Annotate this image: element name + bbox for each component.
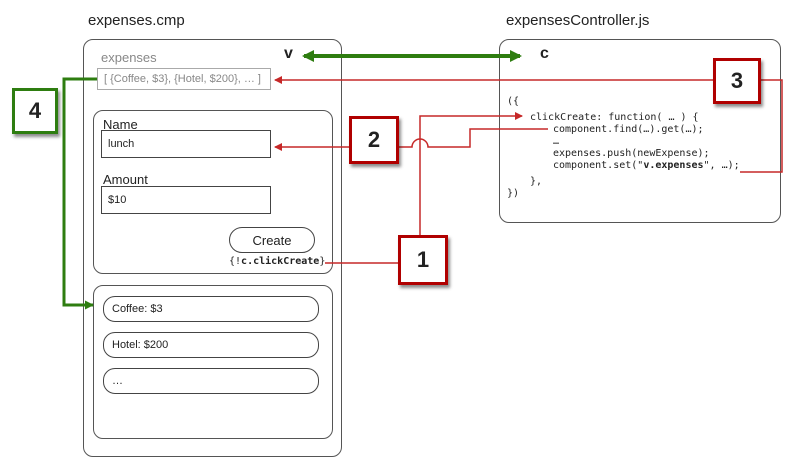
controller-file-title: expensesController.js bbox=[506, 12, 650, 29]
code-fn-decl: clickCreate: function( … ) { bbox=[530, 112, 699, 123]
step-three-box: 3 bbox=[713, 58, 761, 104]
code-fn-close: }, bbox=[530, 176, 543, 187]
create-button[interactable]: Create bbox=[229, 227, 315, 253]
step-one-box: 1 bbox=[398, 235, 448, 285]
code-open: ({ bbox=[507, 96, 520, 107]
expenses-attribute-label: expenses bbox=[101, 50, 157, 65]
step-four-box: 4 bbox=[12, 88, 58, 134]
view-marker: v bbox=[284, 45, 293, 62]
step-four-connector bbox=[62, 77, 97, 310]
list-item: … bbox=[103, 368, 319, 394]
expenses-attribute-value: [ {Coffee, $3}, {Hotel, $200}, … ] bbox=[97, 68, 271, 90]
set-suffix: ", …); bbox=[703, 160, 740, 171]
step-one-connector bbox=[325, 112, 523, 264]
handler-prefix: {! bbox=[229, 256, 242, 267]
list-item: Coffee: $3 bbox=[103, 296, 319, 322]
amount-input[interactable]: $10 bbox=[101, 186, 271, 214]
name-label: Name bbox=[103, 117, 138, 132]
step-two-connector bbox=[274, 128, 548, 151]
code-push-call: expenses.push(newExpense); bbox=[553, 148, 710, 159]
controller-code: ({ clickCreate: function( … ) { componen… bbox=[507, 96, 777, 206]
click-handler-expression: {!c.clickCreate} bbox=[229, 256, 325, 267]
amount-label: Amount bbox=[103, 172, 148, 187]
code-find-call: component.find(…).get(…); bbox=[553, 124, 704, 135]
set-arg: v.expenses bbox=[643, 160, 704, 171]
code-set-call: component.set("v.expenses", …); bbox=[553, 160, 740, 172]
step-two-box: 2 bbox=[349, 116, 399, 164]
code-ellipsis: … bbox=[553, 136, 560, 147]
handler-expr: c.clickCreate bbox=[241, 256, 320, 267]
list-item: Hotel: $200 bbox=[103, 332, 319, 358]
handler-suffix: } bbox=[319, 256, 326, 267]
component-file-title: expenses.cmp bbox=[88, 12, 185, 29]
step-three-connector bbox=[274, 76, 783, 173]
name-input[interactable]: lunch bbox=[101, 130, 271, 158]
set-prefix: component.set(" bbox=[553, 160, 644, 171]
code-close: }) bbox=[507, 188, 520, 199]
controller-marker: c bbox=[540, 45, 549, 62]
